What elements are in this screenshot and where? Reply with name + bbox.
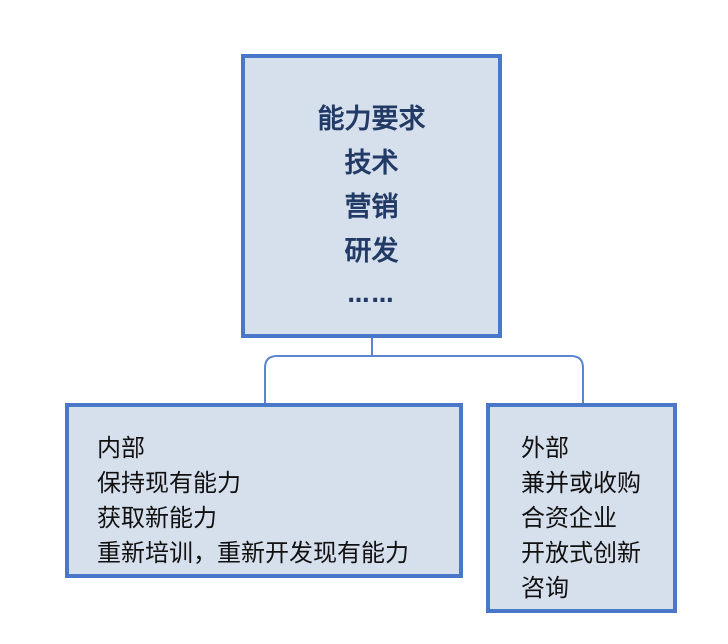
internal-box-item-2: 获取新能力 [97, 504, 217, 532]
internal-box-title: 内部 [97, 434, 145, 462]
internal-box-item-3: 重新培训，重新开发现有能力 [97, 539, 409, 567]
external-box-item-2: 合资企业 [521, 504, 617, 532]
external-box-title: 外部 [521, 434, 569, 462]
top-box-item-technology: 技术 [344, 148, 399, 179]
top-box-title: 能力要求 [317, 104, 426, 135]
external-box-item-1: 兼并或收购 [521, 469, 641, 497]
internal-box-item-1: 保持现有能力 [97, 469, 241, 497]
top-box-item-marketing: 营销 [344, 192, 399, 223]
external-box: 外部 兼并或收购 合资企业 开放式创新 咨询 [486, 403, 677, 613]
connector-crossbar [264, 355, 584, 403]
external-box-item-3: 开放式创新 [521, 539, 641, 567]
top-box-ellipsis: …… [347, 283, 396, 308]
top-box-item-rnd: 研发 [344, 236, 399, 267]
external-box-item-4: 咨询 [521, 574, 569, 602]
capability-requirements-box: 能力要求 技术 营销 研发 …… [241, 54, 502, 338]
internal-box: 内部 保持现有能力 获取新能力 重新培训，重新开发现有能力 [65, 403, 463, 578]
